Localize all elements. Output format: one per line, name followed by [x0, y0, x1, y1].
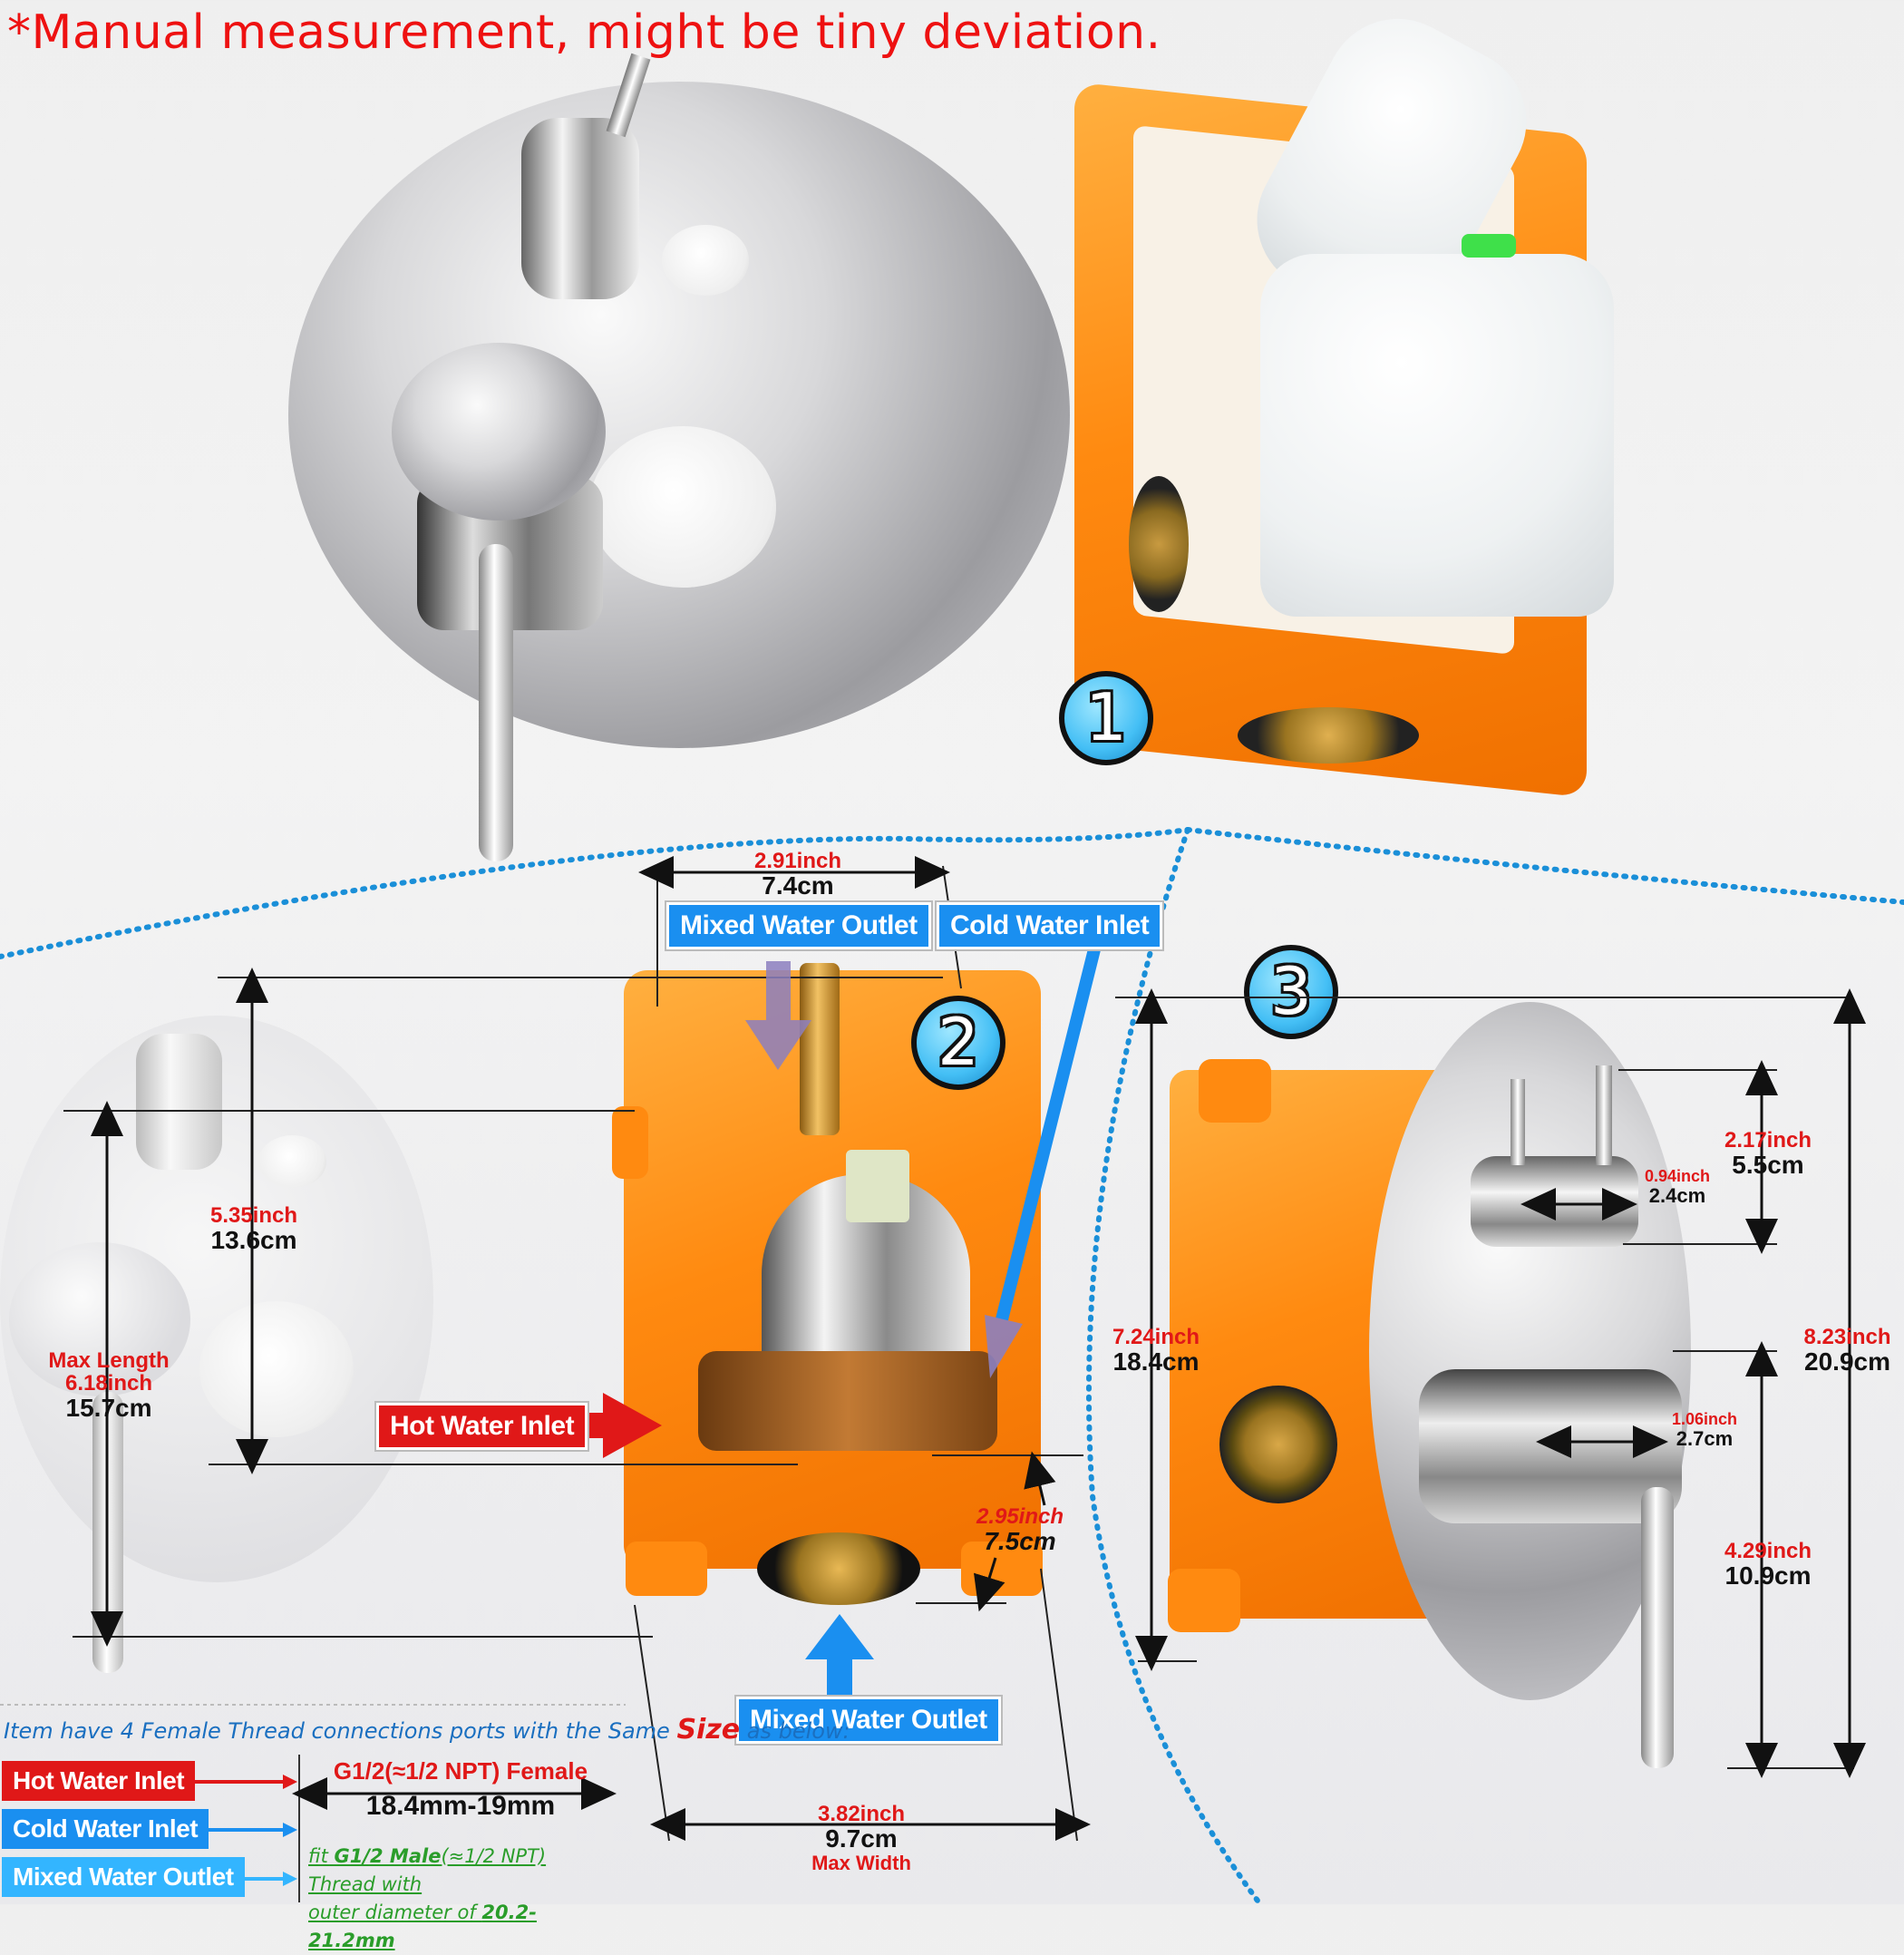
main-handle-lever	[479, 544, 513, 861]
dim-max-width: 3.82inch 9.7cm Max Width	[811, 1802, 911, 1874]
dim-box-height: 7.24inch 18.4cm	[1112, 1325, 1200, 1376]
legend-mixed-water-outlet: Mixed Water Outlet	[2, 1857, 245, 1897]
cartridge-stem	[846, 1150, 909, 1222]
bottom-port	[1238, 707, 1419, 764]
dim-box-top-width: 2.91inch 7.4cm	[753, 849, 842, 900]
annotation-overlay	[0, 827, 1904, 1904]
disclaimer-title: *Manual measurement, might be tiny devia…	[7, 5, 1161, 60]
dim-handle-diameter: 1.06inch 2.7cm	[1671, 1410, 1738, 1450]
marker-2: 2	[911, 996, 1005, 1090]
plate-hole-small	[662, 225, 749, 296]
dim-box-depth: 2.95inch 7.5cm	[976, 1504, 1064, 1556]
protective-cover-body	[1260, 254, 1614, 617]
box-bottom-port	[757, 1532, 920, 1605]
label-hot-water-inlet: Hot Water Inlet	[379, 1405, 586, 1447]
dim-overall-height: 8.23inch 20.9cm	[1803, 1325, 1891, 1376]
brass-body	[698, 1351, 997, 1451]
side-port	[1129, 476, 1189, 612]
side-box-flange-bottom	[1168, 1569, 1240, 1632]
faded-plate-hole-large	[199, 1301, 354, 1437]
side-box-flange-top	[1199, 1059, 1271, 1123]
box-bottom-flange-left	[626, 1542, 707, 1596]
legend-thread-spec: G1/2(≈1/2 NPT) Female 18.4mm-19mm	[333, 1757, 588, 1821]
side-diverter-pin-b	[1596, 1065, 1612, 1165]
dim-max-length: Max Length 6.18inch 15.7cm	[48, 1348, 170, 1423]
dim-diverter-height: 2.17inch 5.5cm	[1724, 1128, 1812, 1180]
main-handle-cap	[392, 343, 606, 520]
divider-left	[0, 827, 1190, 959]
brass-diverter-stem	[800, 963, 840, 1135]
spirit-level	[1462, 234, 1516, 258]
box-left-flange	[612, 1106, 648, 1179]
dim-plate-height: 5.35inch 13.6cm	[209, 1203, 298, 1255]
dim-diverter-width: 0.94inch 2.4cm	[1644, 1167, 1711, 1207]
plate-hole-large	[589, 426, 776, 588]
marker-1: 1	[1059, 671, 1153, 765]
legend-header: Item have 4 Female Thread connections po…	[4, 1714, 850, 1746]
diverter-knob	[521, 118, 639, 299]
legend-cold-water-inlet: Cold Water Inlet	[2, 1809, 209, 1849]
label-cold-water-inlet: Cold Water Inlet	[939, 905, 1161, 947]
faded-diverter-knob	[136, 1034, 222, 1170]
divider-right	[1185, 827, 1904, 905]
side-box-port	[1219, 1386, 1337, 1503]
oval-cover-plate	[1369, 1002, 1691, 1700]
label-mixed-water-outlet-top: Mixed Water Outlet	[669, 905, 928, 947]
dim-handle-height: 4.29inch 10.9cm	[1724, 1539, 1812, 1590]
marker-3: 3	[1244, 945, 1338, 1039]
legend-hot-water-inlet: Hot Water Inlet	[2, 1761, 196, 1801]
side-handle-lever	[1641, 1487, 1674, 1768]
side-diverter-pin-a	[1511, 1079, 1525, 1165]
faded-plate-hole-small	[258, 1135, 326, 1188]
legend-fit-note: fit G1/2 Male(≈1/2 NPT) Thread with oute…	[308, 1845, 547, 1951]
label-mixed-water-outlet-bottom: Mixed Water Outlet	[739, 1699, 998, 1741]
divider-vertical	[1086, 827, 1263, 1904]
